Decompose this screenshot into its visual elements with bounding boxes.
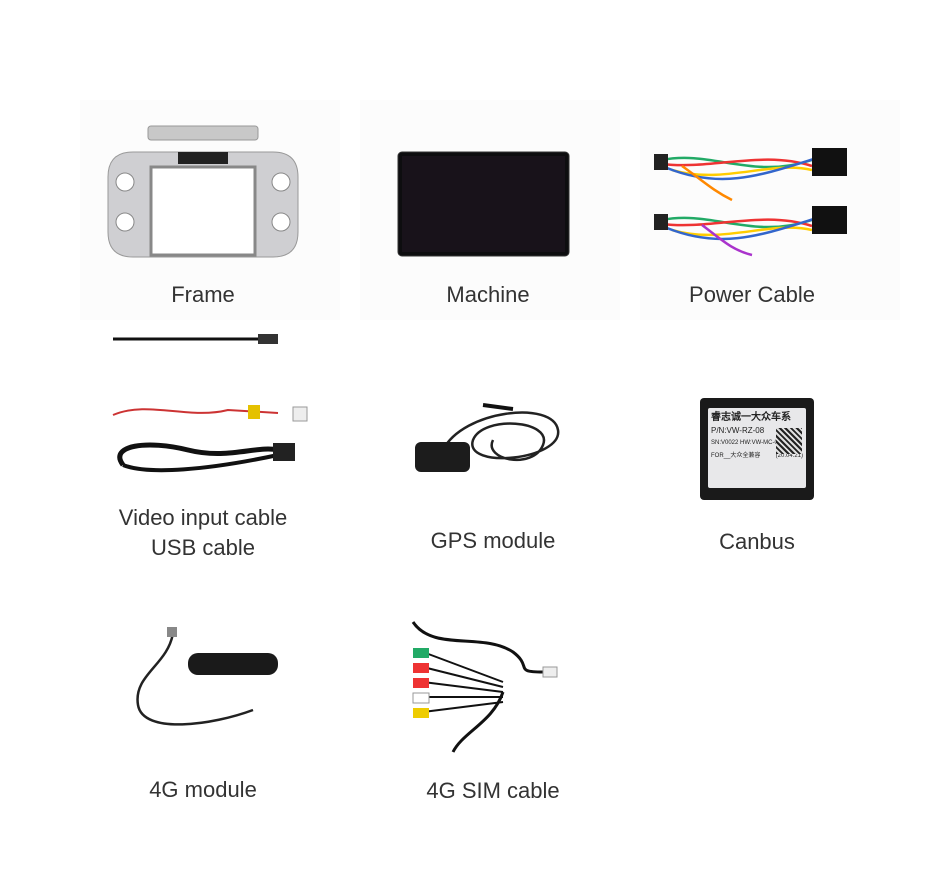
usb-cable-label: USB cable (151, 535, 255, 560)
frame-label: Frame (171, 282, 235, 307)
4g-sim-cable-image (343, 612, 623, 762)
4g-sim-cable-label: 4G SIM cable (426, 778, 560, 803)
4g-module-label: 4G module (149, 777, 257, 802)
canbus-image: 睿志诚一大众车系 P/N:VW-RZ-08 SN:V0022 HW:VW-MC-… (617, 398, 897, 500)
qr-code-icon (776, 428, 802, 454)
power-cable-label: Power Cable (689, 282, 815, 307)
canbus-sn: SN:V0022 HW:VW-MC-03 (711, 440, 782, 446)
canbus-label: Canbus (719, 529, 795, 554)
video-input-cable-label: Video input cable (118, 505, 288, 530)
canbus-title: 睿志诚一大众车系 (711, 412, 791, 423)
power-cable-image (612, 140, 892, 260)
machine-image (343, 150, 623, 258)
canbus-pn: P/N:VW-RZ-08 (711, 426, 765, 435)
canbus-box-icon: 睿志诚一大众车系 P/N:VW-RZ-08 SN:V0022 HW:VW-MC-… (700, 398, 814, 500)
canbus-for: FOR__大众全兼容 (711, 453, 761, 459)
power-cable-icon (654, 148, 847, 257)
video-usb-cable-image (68, 325, 348, 485)
frame-image (63, 122, 343, 267)
gps-antenna-icon (415, 403, 560, 472)
4g-module-image (63, 625, 343, 735)
rca-sim-cable-icon (411, 621, 558, 753)
gps-module-image (348, 400, 628, 490)
machine-label: Machine (446, 282, 530, 307)
video-usb-cable-icon (112, 334, 308, 473)
4g-antenna-icon (136, 627, 278, 726)
gps-module-label: GPS module (430, 528, 556, 553)
frame-icon (107, 125, 299, 258)
canbus-date: (20.04.21) (775, 453, 803, 459)
screen-icon (397, 151, 569, 257)
